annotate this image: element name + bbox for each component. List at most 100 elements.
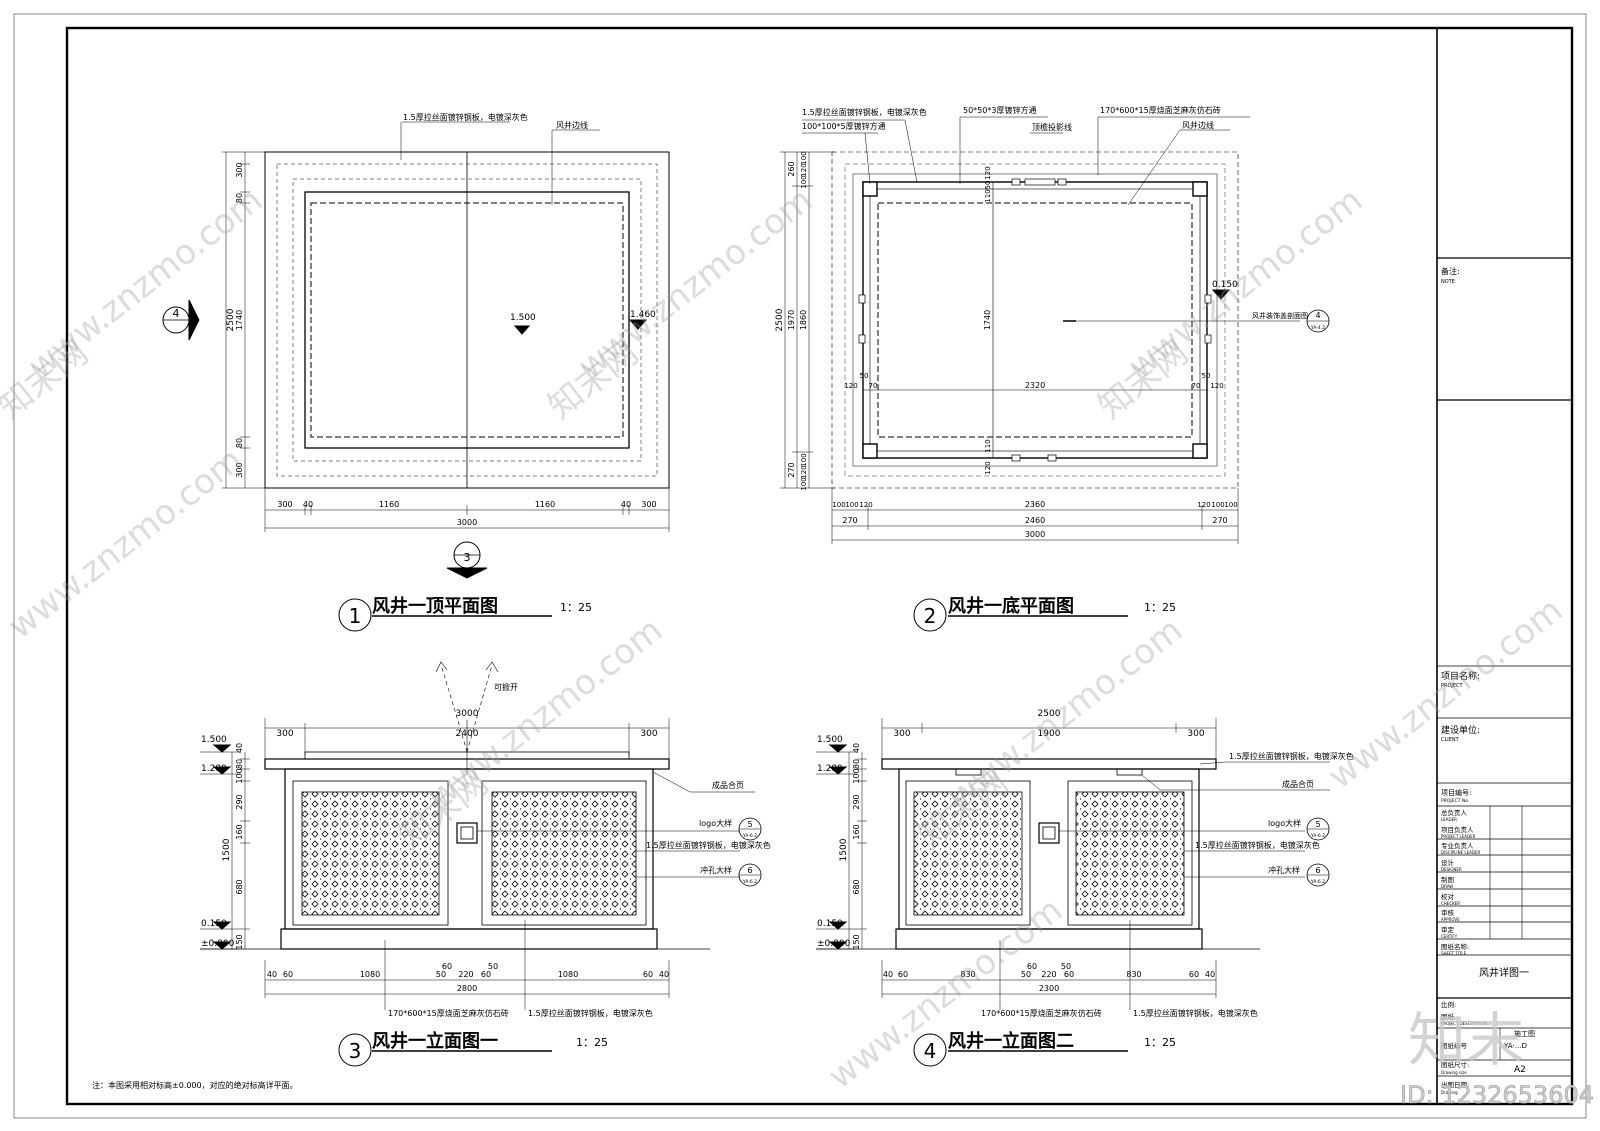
plan2-label-plate: 1.5厚拉丝面镀锌钢板，电镀深灰色: [802, 107, 927, 117]
elev3-logo: [456, 822, 478, 844]
date-label: 出图日期:: [1441, 1080, 1469, 1089]
plan2-inner-dim: 2320: [1025, 381, 1045, 390]
plan2-label-edge: 风井边线: [1182, 120, 1214, 130]
role-label-en: DRAW: [1441, 884, 1453, 889]
sheet-title-label-en: SHEET TITLE: [1441, 951, 1467, 956]
role-label-en: CHECKER: [1441, 901, 1460, 906]
elev3-panel-right: [481, 780, 647, 926]
plan2-inner-dim: 70: [869, 382, 878, 390]
plan2-frame-inner: [869, 188, 1201, 452]
plan2-label-stone: 170*600*15厚烧面芝麻灰仿石砖: [1100, 105, 1221, 115]
elev4-dim-bottom: 220: [1041, 970, 1056, 979]
plan1-label-edge: 风井边线: [556, 120, 588, 130]
elev4-dim-left: 80: [852, 759, 861, 769]
elev4-dim-left: 160: [852, 824, 861, 839]
elev4-dim-bottom: 40: [883, 970, 893, 979]
plan2-dim-left-b: 120: [800, 163, 808, 176]
plan2-section-ref-num: 4: [1315, 311, 1320, 320]
project-label-en: PROJECT: [1441, 683, 1464, 689]
elev3-dim-left: 680: [235, 879, 244, 894]
watermark-id: ID: 1232653604: [1400, 1081, 1594, 1109]
plan2-inner-dim: 1740: [983, 310, 992, 330]
elev3-dim-top: 300: [640, 729, 657, 739]
plan2-dim-bottom-b: 270: [1212, 516, 1227, 525]
elev4-panel-left: [905, 780, 1031, 926]
elev4-dim-top: 1900: [1038, 729, 1061, 739]
plan-1-drawing: [162, 121, 670, 579]
view-1-title: 1 风井一顶平面图 1：25: [338, 595, 592, 632]
plan1-marker-bottom-num: 3: [464, 551, 471, 564]
elev4-hinge-right: [1116, 768, 1143, 776]
elev4-dim-left: 680: [852, 879, 861, 894]
elev4-perf-left: [913, 791, 1023, 916]
elev3-dim-bottom: 1080: [360, 970, 380, 979]
role-label-en: APPROVE: [1441, 917, 1460, 922]
elev4-label-bottom-right: 1.5厚拉丝面镀锌钢板，电镀深灰色: [1133, 1008, 1258, 1018]
elev3-punch-sheet: YA-6.2: [742, 879, 757, 885]
view-3-number-circle: [338, 1033, 372, 1067]
elev4-dim-left: 290: [852, 794, 861, 809]
view-2-number-circle: [913, 598, 947, 632]
plan2-inner-dim: 120: [984, 461, 992, 474]
plan2-dim-bottom-a: 120: [1197, 501, 1210, 509]
elev3-label-bottom-left: 170*600*15厚烧面芝麻灰仿石砖: [388, 1008, 509, 1018]
plan2-dim-bottom-b: 2460: [1025, 516, 1045, 525]
sheet-outer-border: [13, 13, 1587, 1119]
elev3-dim-left: 290: [235, 794, 244, 809]
elev3-label-logo: logo大样: [699, 818, 732, 828]
watermark-site: www.znzmo.com: [1321, 590, 1570, 797]
sheet-no-value: YA-...D: [1503, 1042, 1527, 1050]
elev3-dim-bottom: 60: [481, 970, 491, 979]
plan2-inner-dim: 110: [984, 189, 992, 202]
elev4-label-bottom-left: 170*600*15厚烧面芝麻灰仿石砖: [981, 1008, 1102, 1018]
elev4-dim-bottom: 50: [1021, 970, 1031, 979]
elev4-dim-top: 300: [1187, 729, 1204, 739]
elev3-level: 0.150: [201, 919, 227, 929]
view-2-number: 2: [924, 604, 937, 628]
role-label-en: DISCIPLINE LEADER: [1441, 850, 1480, 855]
role-label: 制图: [1441, 875, 1454, 884]
elev4-dim-bottom: 60: [1027, 962, 1037, 971]
role-label: 校对: [1441, 892, 1455, 901]
elev3-dim-left: 80: [235, 759, 244, 769]
elev4-dim-bottom: 830: [1126, 970, 1141, 979]
view-4-scale: 1：25: [1144, 1036, 1176, 1049]
elev-4-text: 2500 300 1900 300 1.5厚拉丝面镀锌钢板，电镀深灰色 成品合页…: [817, 709, 1354, 1018]
plan2-dim-left-b: 100: [800, 151, 808, 164]
plan1-dim-bottom: 1160: [379, 500, 399, 509]
elev3-perf-left: [301, 791, 440, 916]
view-2-scale: 1：25: [1144, 601, 1176, 614]
elev3-label-bottom-right: 1.5厚拉丝面镀锌钢板，电镀深灰色: [528, 1008, 653, 1018]
role-label: 项目负责人: [1441, 825, 1474, 834]
elev4-dim-left: 100: [852, 768, 861, 783]
elev3-label-open: 可掀开: [494, 682, 518, 692]
elev4-dim-bottom: 60: [1064, 970, 1074, 979]
elev3-dim-bottom: 40: [659, 970, 669, 979]
plan2-stone-band: [852, 173, 1218, 467]
plan2-dim-bottom-a: 100: [845, 501, 858, 509]
plan1-dim-bottom-total: 3000: [457, 518, 477, 527]
plan1-dim-left: 80: [235, 438, 244, 448]
plan1-elev-right: 1.460: [630, 310, 656, 320]
elev4-dim-left: 40: [852, 743, 861, 753]
elev3-dim-bottom: 50: [436, 970, 446, 979]
plan2-dim-bottom-a: 2360: [1025, 500, 1045, 509]
role-label: 专业负责人: [1441, 841, 1474, 850]
view-3-scale: 1：25: [576, 1036, 608, 1049]
sheet-frame: [65, 26, 1574, 1106]
size-label-en: Drawing size: [1441, 1070, 1467, 1075]
elev4-punch-sheet: YA-6.2: [1310, 879, 1325, 885]
elev4-dim-bottom: 60: [1189, 970, 1199, 979]
elev3-dim-bottom: 60: [283, 970, 293, 979]
plan1-dim-left: 80: [235, 193, 244, 203]
desc-value: 施工图: [1514, 1029, 1535, 1038]
plan2-frame: [862, 181, 1208, 459]
elev4-dim-top-total: 2500: [1038, 709, 1061, 719]
elev3-level: ±0.000: [201, 939, 235, 949]
client-label-en: CLIENT: [1441, 737, 1460, 743]
elev-3-text: 可掀开 3000 300 2400 300 成品合页 logo大样 5 YA-6…: [201, 682, 771, 1018]
plan2-inner-dim: 50: [860, 372, 869, 380]
elev4-label-logo: logo大样: [1268, 818, 1301, 828]
plan1-dim-bottom: 1160: [535, 500, 555, 509]
